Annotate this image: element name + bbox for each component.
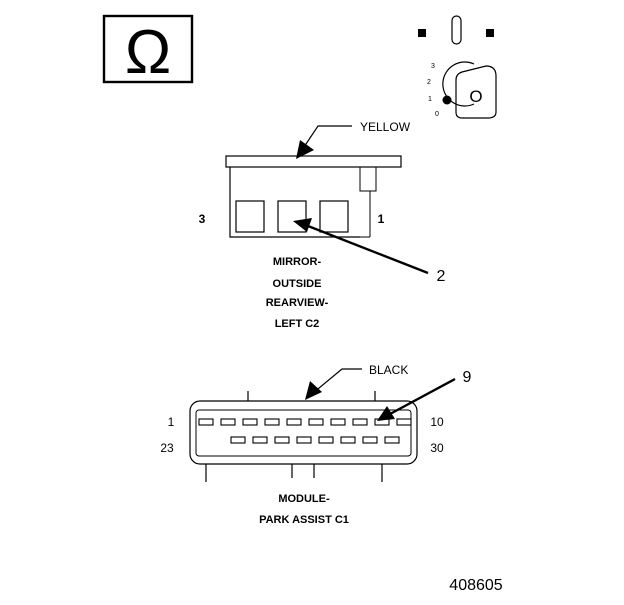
key-position-dot-icon [442,95,452,105]
c1-inner-face [195,409,412,457]
c2-callout-arrow-line [307,224,429,275]
ignition-key-icon: O 3 2 1 0 [418,15,497,119]
c2-callout-number: 2 [437,268,446,285]
c1-callout-arrow-line [389,377,456,416]
c1-bottom-pin-cavity-5 [318,436,334,444]
c1-bottom-pin-row [230,436,400,444]
c1-top-pin-cavity-3 [242,418,258,426]
omega-box-frame [102,14,194,84]
c1-bottom-pin-cavity-7 [362,436,378,444]
c1-top-pin-cavity-5 [286,418,302,426]
c1-top-pin-cavity-1 [198,418,214,426]
ignition-marker-right-icon [486,29,494,37]
c2-color-label: YELLOW [360,120,411,134]
c1-color-leader-line [306,368,362,399]
c2-callout-arrowhead-icon [293,218,312,232]
c1-title-line-2: PARK ASSIST C1 [259,514,349,526]
c1-top-pin-cavity-10 [396,418,412,426]
key-barrel-icon [442,61,475,107]
c1-bottom-pin-cavity-6 [340,436,356,444]
c2-pin-label-left: 3 [199,212,206,226]
c1-bottom-pin-cavity-4 [296,436,312,444]
c2-cavity-2 [277,200,307,233]
c1-callout-arrowhead-icon [377,406,395,421]
c1-bottom-pin-cavity-1 [230,436,246,444]
ignition-position-0: 0 [435,111,439,118]
c1-pin-label-bottom-right: 30 [430,441,444,455]
c1-pin-label-bottom-left: 23 [160,441,174,455]
c1-top-pin-cavity-8 [352,418,368,426]
ignition-marker-left-icon [418,29,426,37]
c2-title-line-2: OUTSIDE [273,278,322,290]
c1-color-label: BLACK [369,363,408,377]
c1-top-pin-cavity-6 [308,418,324,426]
ignition-position-1: 1 [428,96,432,103]
c2-right-tab [359,167,377,192]
c2-top-lip [225,155,402,168]
c1-pin-label-top-right: 10 [430,415,444,429]
ignition-slot-icon [451,15,462,45]
c2-color-arrowhead-icon [296,140,314,159]
c1-bottom-pin-cavity-2 [252,436,268,444]
ignition-position-2: 2 [427,79,431,86]
c1-top-pin-cavity-4 [264,418,280,426]
c1-bottom-pin-cavity-3 [274,436,290,444]
c2-title-line-4: LEFT C2 [275,318,320,330]
omega-icon: Ω [125,18,171,87]
c1-outer-shell [189,400,418,465]
c2-title-line-3: REARVIEW- [266,297,329,309]
c2-cavity-1 [319,200,349,233]
c2-pin-label-right: 1 [378,212,385,226]
ignition-position-3: 3 [431,63,435,70]
c2-cavity-3 [235,200,265,233]
c1-top-pin-cavity-7 [330,418,346,426]
c2-title-line-1: MIRROR- [273,256,322,268]
c1-top-pin-cavity-2 [220,418,236,426]
c1-pin-label-top-left: 1 [168,415,175,429]
c1-bottom-pin-cavity-8 [384,436,400,444]
c1-color-arrowhead-icon [305,381,322,400]
connector-c2: YELLOW 3 1 2 MIRROR- OUTSIDE REARVIEW- L… [199,120,446,330]
c2-body-outline [229,167,360,238]
c1-title-line-1: MODULE- [278,493,330,505]
figure-number: 408605 [449,577,502,594]
omega-symbol-box: Ω [102,14,194,87]
key-letter: O [469,87,482,106]
c1-top-pin-row [198,418,412,426]
c1-callout-number: 9 [463,369,472,386]
key-head-icon [455,65,497,119]
connector-c1: BLACK 1 10 23 30 9 MODULE- PARK ASSIST C… [160,363,471,526]
